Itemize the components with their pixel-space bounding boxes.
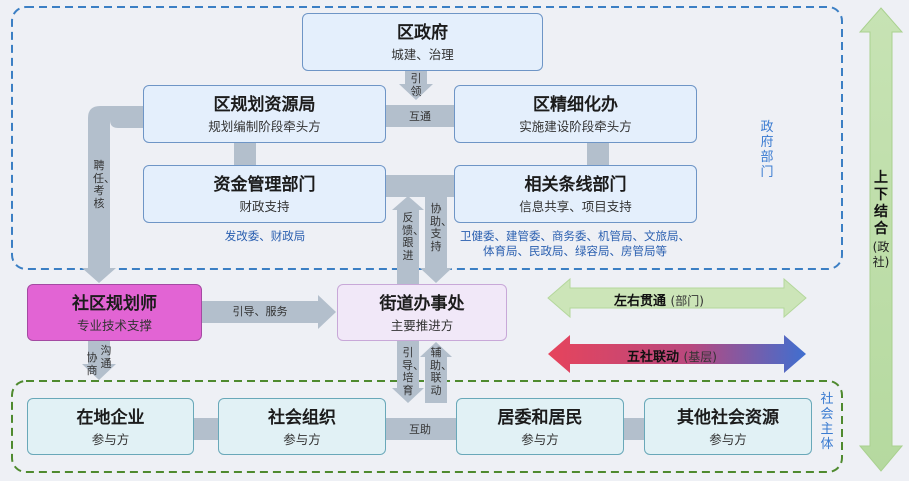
refinement-office-box: 区精细化办 实施建设阶段牵头方 [454,85,697,143]
society-box-organization: 社会组织 参与方 [218,398,386,455]
society-title: 社会组织 [268,408,336,428]
society-sub: 参与方 [521,432,559,447]
line-members-1: 卫健委、建管委、商务委、机管局、文旅局、 [460,229,690,243]
line-dept-title: 相关条线部门 [524,175,627,195]
hire-connector [88,106,143,268]
refinement-office-title: 区精细化办 [533,95,618,115]
guide-service-label: 引导、服务 [232,305,288,318]
five-society-arrow [548,335,806,373]
assist-arrow [420,268,452,283]
feedback-label: 反馈、跟进 [402,211,424,262]
communicate-arrow [82,364,116,380]
feedback-arrow [392,196,424,210]
assist-link-label: 辅助、联动 [430,346,452,397]
society-title: 居委和居民 [497,408,583,428]
line-dept-box: 相关条线部门 信息共享、项目支持 [454,165,697,223]
mutual-help-label: 互助 [409,423,431,436]
negotiate-label: 协商 [86,351,98,377]
lead-label: 引领 [410,72,422,98]
guide-cultivate-arrow [392,388,424,403]
gov-group-frame [11,6,843,270]
fund-dept-box: 资金管理部门 财政支持 [143,165,386,223]
society-sub: 参与方 [283,432,321,447]
planning-bureau-sub: 规划编制阶段牵头方 [208,119,321,134]
horizontal-note: (部门) [670,294,704,308]
society-group-label: 社会主体 [820,392,834,452]
line-members-2: 体育局、民政局、绿容局、房管局等 [483,244,667,258]
horizontal-title: 左右贯通 [614,294,667,309]
assist-support-label: 协助、支持 [430,202,452,253]
community-planner-box: 社区规划师 专业技术支撑 [27,284,202,341]
society-title: 其他社会资源 [677,408,779,428]
guide-service-arrow [318,295,336,329]
hire-label: 聘任、考核 [93,159,115,210]
interop-label-top: 互通 [409,110,431,123]
society-sub: 参与方 [91,432,130,447]
society-box-residents: 居委和居民 参与方 [456,398,624,455]
district-government-sub: 城建、治理 [391,47,454,62]
street-office-sub: 主要推进方 [390,318,454,333]
society-box-other: 其他社会资源 参与方 [644,398,812,455]
planning-bureau-box: 区规划资源局 规划编制阶段牵头方 [143,85,386,143]
refinement-office-sub: 实施建设阶段牵头方 [519,119,632,134]
street-office-title: 街道办事处 [379,294,465,314]
community-planner-sub: 专业技术支撑 [76,318,152,333]
vertical-arrow [858,7,904,472]
vertical-title: 上下结合 [874,170,888,237]
horizontal-arrow-label: 左右贯通 (部门) [614,290,704,309]
street-office-box: 街道办事处 主要推进方 [337,284,507,341]
communicate-label: 沟通 [100,344,112,370]
five-society-note: (基层) [683,350,717,364]
guide-cultivate-label: 引导、培育 [402,346,424,397]
five-society-title: 五社联动 [627,350,680,365]
fund-members: 发改委、财政局 [224,229,306,243]
district-government-box: 区政府 城建、治理 [302,13,543,71]
community-planner-title: 社区规划师 [72,294,157,314]
lead-arrow [399,84,433,100]
horizontal-arrow [547,277,807,319]
district-government-title: 区政府 [397,23,448,43]
interop-bar-top [386,105,454,127]
hire-arrow [82,268,116,283]
planning-bureau-title: 区规划资源局 [213,95,316,115]
gov-group-label: 政府部门 [760,120,774,180]
fund-dept-sub: 财政支持 [239,199,290,214]
line-dept-sub: 信息共享、项目支持 [519,199,632,214]
society-box-enterprise: 在地企业 参与方 [27,398,194,455]
vertical-note: (政社) [872,240,890,269]
assist-link-arrow [420,342,452,357]
five-society-arrow-label: 五社联动 (基层) [627,346,717,365]
fund-dept-title: 资金管理部门 [213,175,316,195]
society-title: 在地企业 [76,408,145,428]
society-sub: 参与方 [709,432,747,447]
